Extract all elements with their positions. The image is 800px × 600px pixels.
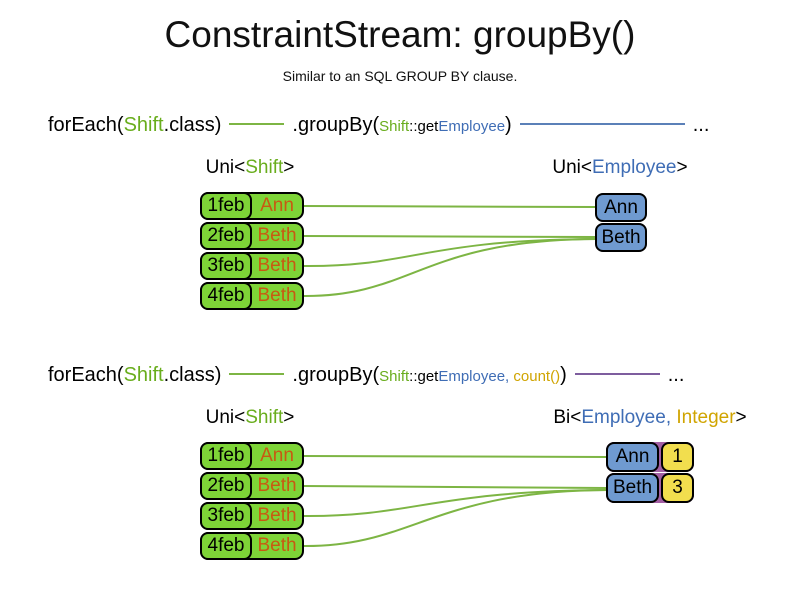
group-connection-line <box>302 489 608 548</box>
shift-class-token: Shift <box>123 114 164 136</box>
group-connection-line <box>302 235 597 238</box>
stream-connector-blue <box>519 122 685 125</box>
count-collector-token: count() <box>513 368 561 385</box>
method-ref-class-token: Shift <box>379 368 410 385</box>
groupby-call: .groupBy(Shift::getEmployee, count()) <box>292 364 567 386</box>
shift-class-token: Shift <box>123 364 164 386</box>
ellipsis: ... <box>667 364 685 386</box>
groupby-call: .groupBy(Shift::getEmployee) <box>292 114 512 136</box>
method-ref-class-token: Shift <box>379 118 410 135</box>
group-connection-line <box>302 455 608 458</box>
stream-connector-green <box>229 372 285 375</box>
ellipsis: ... <box>692 114 710 136</box>
foreach-call: forEach(Shift.class) <box>48 364 222 386</box>
stream-connector-green <box>229 122 285 125</box>
page-subtitle: Similar to an SQL GROUP BY clause. <box>282 68 518 84</box>
group-connection-line <box>302 485 608 489</box>
method-ref-type-token: Employee <box>438 118 506 135</box>
group-connection-line <box>302 205 597 208</box>
uni-shift-label: Uni<Shift> <box>205 157 295 178</box>
uni-employee-label: Uni<Employee> <box>552 157 688 178</box>
bi-employee-integer-label: Bi<Employee, Integer> <box>553 407 747 428</box>
method-ref-type-token: Employee <box>438 368 506 385</box>
code-line-groupby-count: forEach(Shift.class) .groupBy(Shift::getE… <box>48 364 684 390</box>
group-connection-line <box>302 238 597 268</box>
foreach-call: forEach(Shift.class) <box>48 114 222 136</box>
stream-connector-purple <box>574 372 660 375</box>
page-title: ConstraintStream: groupBy() <box>164 14 636 55</box>
uni-shift-label: Uni<Shift> <box>205 407 295 428</box>
code-line-groupby: forEach(Shift.class) .groupBy(Shift::getE… <box>48 114 709 140</box>
group-connection-line <box>302 238 597 298</box>
group-connection-line <box>302 489 608 518</box>
